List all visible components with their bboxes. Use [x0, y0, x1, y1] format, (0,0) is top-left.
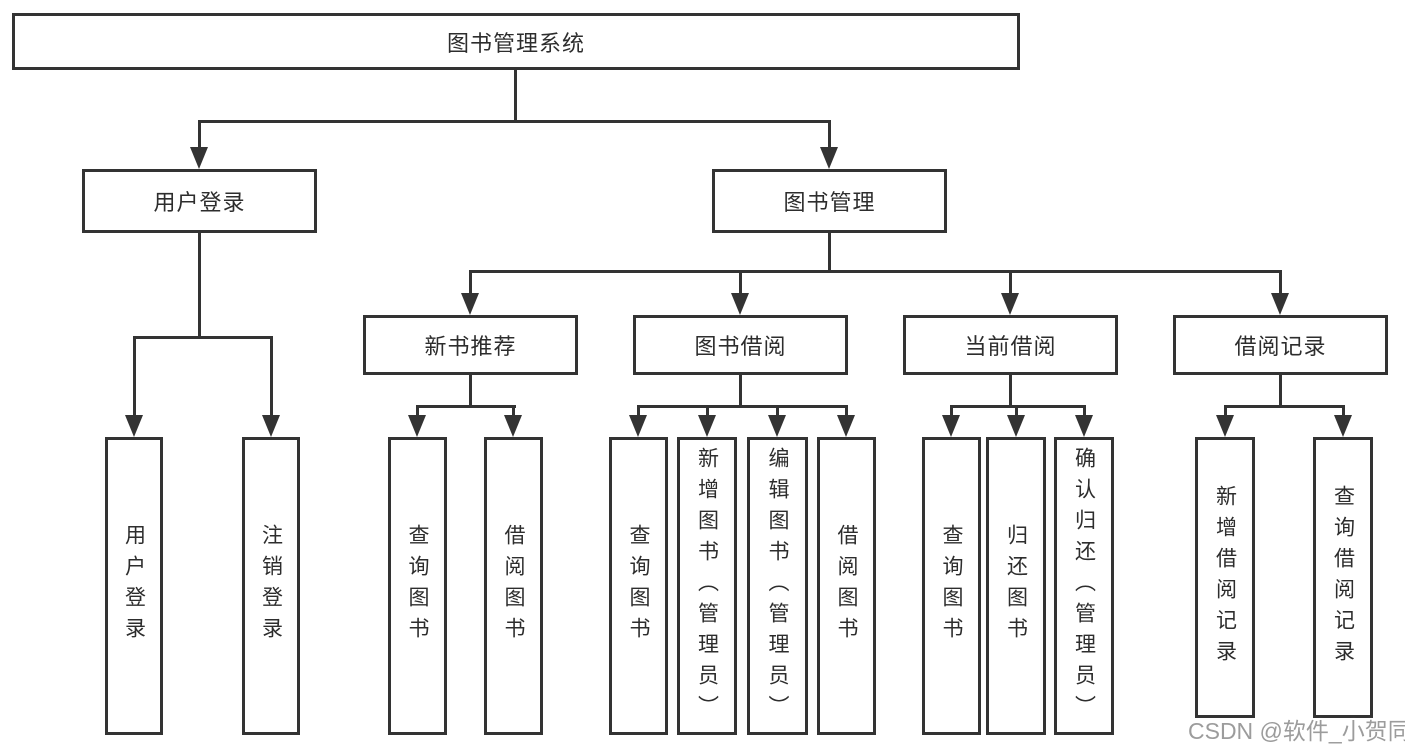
leaf-label: 新增图书（管理员）	[695, 446, 719, 726]
leaf-add-borrow-record: 新增借阅记录	[1195, 437, 1255, 718]
leaf-query-borrow-record: 查询借阅记录	[1313, 437, 1373, 718]
connector-line	[776, 405, 779, 417]
arrowhead-down	[1007, 415, 1025, 437]
connector-line	[133, 336, 136, 416]
leaf-label: 查询图书	[940, 524, 963, 648]
leaf-label: 新增借阅记录	[1213, 484, 1237, 671]
csdn-watermark: CSDN @软件_小贺同学	[1188, 718, 1405, 744]
leaf-query-books-recommend: 查询图书	[388, 437, 447, 735]
connector-line	[1009, 375, 1012, 407]
connector-line	[198, 120, 831, 123]
connector-line	[845, 405, 848, 417]
arrowhead-down	[1271, 293, 1289, 315]
arrowhead-down	[1001, 293, 1019, 315]
arrowhead-down	[190, 147, 208, 169]
connector-line	[1342, 405, 1345, 417]
arrowhead-down	[262, 415, 280, 437]
node-label: 图书管理系统	[446, 30, 585, 56]
arrowhead-down	[698, 415, 716, 437]
leaf-return-book: 归还图书	[986, 437, 1046, 735]
connector-line	[637, 405, 848, 408]
leaf-add-book-admin: 新增图书（管理员）	[677, 437, 737, 735]
leaf-label: 编辑图书（管理员）	[766, 446, 789, 726]
node-label: 图书管理	[783, 190, 876, 215]
connector-line	[1279, 375, 1282, 407]
leaf-edit-book-admin: 编辑图书（管理员）	[747, 437, 808, 735]
leaf-user-login: 用户登录	[105, 437, 163, 735]
connector-line	[739, 270, 742, 295]
connector-line	[198, 120, 201, 149]
arrowhead-down	[1216, 415, 1234, 437]
node-label: 新书推荐	[424, 334, 517, 359]
connector-line	[739, 375, 742, 407]
leaf-confirm-return-admin: 确认归还（管理员）	[1054, 437, 1114, 735]
leaf-borrow-books: 借阅图书	[817, 437, 876, 735]
leaf-label: 借阅图书	[502, 524, 525, 648]
node-label: 用户登录	[153, 190, 246, 215]
connector-line	[416, 405, 516, 408]
leaf-borrow-books-recommend: 借阅图书	[484, 437, 543, 735]
connector-line	[950, 405, 953, 417]
leaf-label: 归还图书	[1004, 524, 1028, 648]
connector-line	[514, 70, 517, 122]
arrowhead-down	[408, 415, 426, 437]
node-new-book-recommendation: 新书推荐	[363, 315, 578, 375]
leaf-label: 注销登录	[259, 524, 283, 648]
node-label: 借阅记录	[1234, 334, 1327, 359]
arrowhead-down	[820, 147, 838, 169]
node-label: 当前借阅	[964, 334, 1057, 359]
leaf-logout: 注销登录	[242, 437, 300, 735]
connector-line	[512, 405, 515, 417]
connector-line	[828, 120, 831, 149]
node-book-borrowing: 图书借阅	[633, 315, 848, 375]
connector-line	[1009, 270, 1012, 295]
connector-line	[828, 233, 831, 272]
node-library-management-system: 图书管理系统	[12, 13, 1020, 70]
connector-line	[706, 405, 709, 417]
arrowhead-down	[942, 415, 960, 437]
arrowhead-down	[504, 415, 522, 437]
node-user-login: 用户登录	[82, 169, 317, 233]
arrowhead-down	[837, 415, 855, 437]
connector-line	[637, 405, 640, 417]
arrowhead-down	[1334, 415, 1352, 437]
connector-line	[198, 233, 201, 338]
arrowhead-down	[768, 415, 786, 437]
connector-line	[1224, 405, 1345, 408]
connector-line	[469, 270, 472, 295]
arrowhead-down	[731, 293, 749, 315]
leaf-label: 确认归还（管理员）	[1072, 446, 1096, 726]
connector-line	[469, 375, 472, 407]
arrowhead-down	[461, 293, 479, 315]
connector-line	[416, 405, 419, 417]
connector-line	[1015, 405, 1018, 417]
connector-line	[1224, 405, 1227, 417]
node-book-management: 图书管理	[712, 169, 947, 233]
leaf-query-books-borrowing: 查询图书	[609, 437, 668, 735]
leaf-label: 借阅图书	[835, 524, 858, 648]
connector-line	[270, 336, 273, 416]
node-label: 图书借阅	[694, 334, 787, 359]
leaf-label: 查询图书	[627, 524, 650, 648]
node-current-borrowing: 当前借阅	[903, 315, 1118, 375]
leaf-query-books-current: 查询图书	[922, 437, 981, 735]
node-borrowing-records: 借阅记录	[1173, 315, 1388, 375]
leaf-label: 查询图书	[406, 524, 429, 648]
connector-line	[1083, 405, 1086, 417]
connector-line	[1279, 270, 1282, 295]
arrowhead-down	[629, 415, 647, 437]
connector-line	[469, 270, 1282, 273]
connector-line	[133, 336, 273, 339]
leaf-label: 查询借阅记录	[1331, 484, 1355, 671]
arrowhead-down	[125, 415, 143, 437]
connector-line	[950, 405, 1086, 408]
arrowhead-down	[1075, 415, 1093, 437]
leaf-label: 用户登录	[122, 524, 146, 648]
